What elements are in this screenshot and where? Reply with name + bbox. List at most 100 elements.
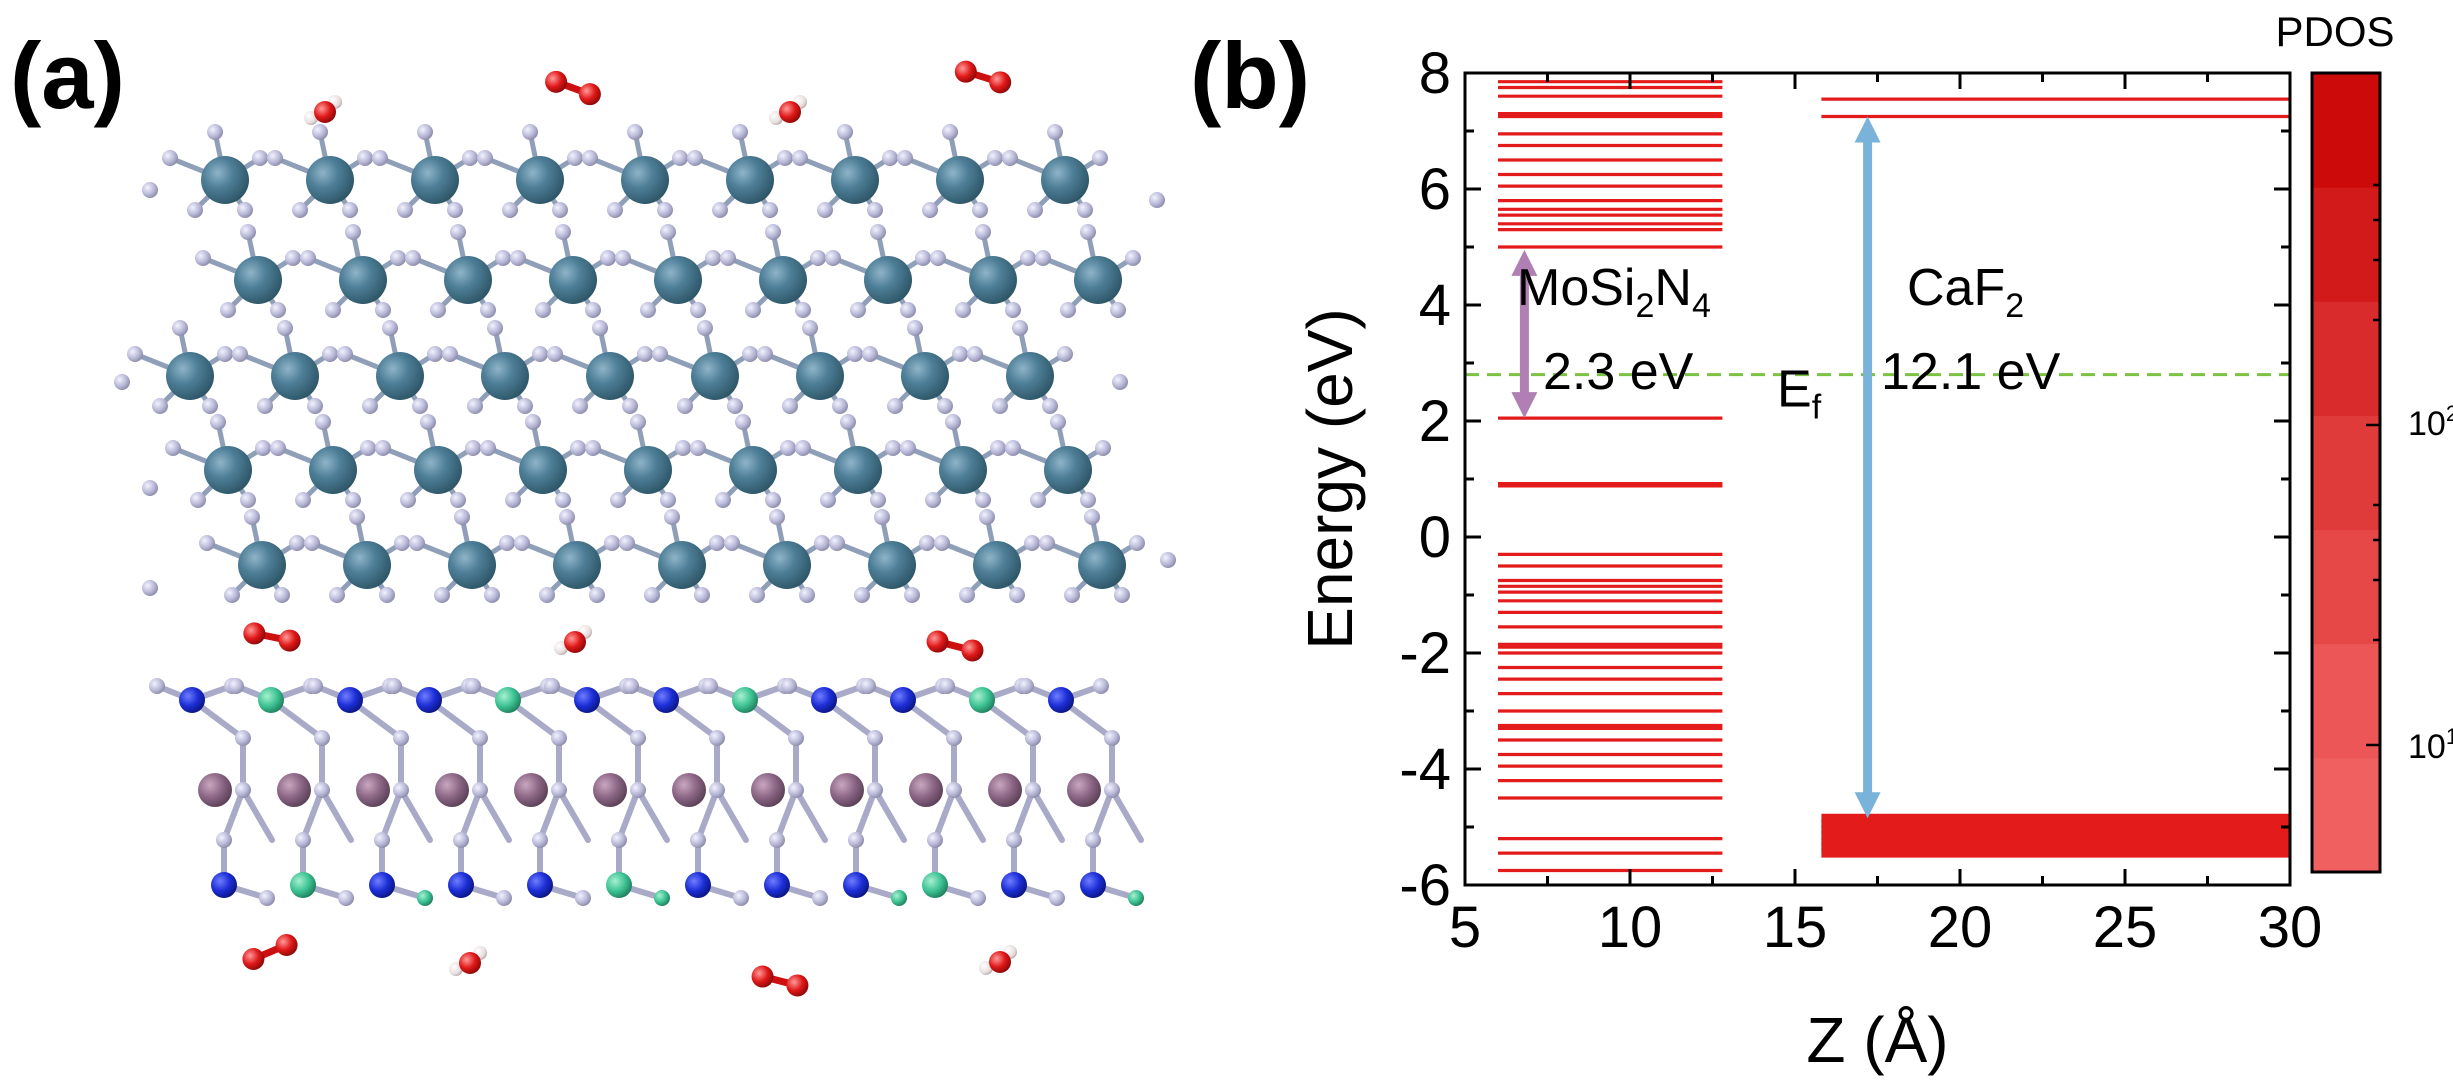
nitrogen-atom (788, 730, 804, 746)
nitrogen-atom (228, 678, 244, 694)
nitrogen-atom (295, 832, 311, 848)
nitrogen-atom (867, 202, 883, 218)
nitrogen-atom (970, 890, 986, 906)
nitrogen-atom (967, 346, 983, 362)
nitrogen-atom (654, 890, 670, 906)
nitrogen-atom (1020, 250, 1036, 266)
nitrogen-atom (572, 398, 588, 414)
nitrogen-atom (788, 782, 804, 798)
nitrogen-atom (195, 250, 211, 266)
mosi2n4-gap-label: 2.3 eV (1543, 343, 1694, 401)
nitrogen-atom (946, 782, 962, 798)
nitrogen-atom (1025, 730, 1041, 746)
nitrogen-atom (952, 346, 968, 362)
nitrogen-atom (480, 302, 496, 318)
nitrogen-atom (142, 580, 158, 596)
plot-axes (1463, 71, 2292, 887)
bond (398, 787, 433, 843)
nitrogen-atom (342, 202, 358, 218)
mo-atom (834, 446, 882, 494)
y-tick-label-4: 2 (1419, 389, 1451, 454)
nitrogen-atom (514, 535, 530, 551)
nitrogen-atom (820, 492, 836, 508)
nitrogen-atom (709, 730, 725, 746)
nitrogen-atom (525, 414, 541, 430)
nitrogen-atom (657, 202, 673, 218)
nitrogen-atom (114, 374, 130, 390)
nitrogen-atom (840, 414, 856, 430)
oxygen-atom (275, 933, 298, 956)
nitrogen-atom (400, 492, 416, 508)
mo-atom (796, 352, 844, 400)
nitrogen-atom (585, 440, 601, 456)
mo-atom (519, 446, 567, 494)
nitrogen-atom (1129, 535, 1145, 551)
nitrogen-atom (660, 224, 676, 240)
nitrogen-atom (289, 535, 305, 551)
nitrogen-atom (453, 832, 469, 848)
mo-lower-atom (356, 773, 390, 807)
nitrogen-atom (1060, 302, 1076, 318)
nitrogen-atom (1027, 202, 1043, 218)
mo-atom (759, 256, 807, 304)
colorbar-segment-4 (2312, 301, 2380, 416)
nitrogen-atom (900, 302, 916, 318)
nitrogen-atom (585, 302, 601, 318)
nitrogen-atom (1005, 440, 1021, 456)
nitrogen-atom (769, 509, 785, 525)
nitrogen-atom (837, 124, 853, 140)
nitrogen-atom (199, 535, 215, 551)
mo-atom (201, 156, 249, 204)
nitrogen-atom (295, 492, 311, 508)
mo-atom (309, 446, 357, 494)
mo-atom (763, 541, 811, 589)
nitrogen-atom (1006, 832, 1022, 848)
bond (951, 787, 986, 843)
nitrogen-atom (277, 320, 293, 336)
bond (319, 787, 354, 843)
nitrogen-atom (832, 398, 848, 414)
nitrogen-atom (393, 782, 409, 798)
nitrogen-atom (615, 250, 631, 266)
nitrogen-atom (505, 492, 521, 508)
bond (695, 787, 720, 843)
nitrogen-atom (187, 202, 203, 218)
nitrogen-atom (975, 492, 991, 508)
y-tick-label-3: 0 (1419, 505, 1451, 570)
mo-atom (448, 541, 496, 589)
mo-atom (658, 541, 706, 589)
lower-surface-atom (890, 687, 916, 713)
mo-lower-atom (1067, 773, 1101, 807)
nitrogen-atom (762, 202, 778, 218)
oxygen-atom (751, 965, 774, 988)
gap-arrow-head-top-0 (1511, 249, 1538, 276)
lower-surface-atom (969, 687, 995, 713)
lower-surface-atom (574, 687, 600, 713)
lower-surface-atom (337, 687, 363, 713)
nitrogen-atom (622, 398, 638, 414)
nitrogen-atom (637, 346, 653, 362)
nitrogen-atom (379, 587, 395, 603)
mo-atom (691, 352, 739, 400)
mo-atom (549, 256, 597, 304)
nitrogen-atom (285, 250, 301, 266)
nitrogen-atom (874, 509, 890, 525)
nitrogen-atom (386, 678, 402, 694)
oxygen-atom (545, 70, 568, 93)
mo-atom (936, 156, 984, 204)
caf2-label: CaF2 (1907, 259, 2024, 325)
nitrogen-atom (904, 587, 920, 603)
nitrogen-atom (127, 346, 143, 362)
bond (240, 787, 275, 843)
nitrogen-atom (672, 150, 688, 166)
mo-lower-atom (988, 773, 1022, 807)
nitrogen-atom (1035, 250, 1051, 266)
bond (1109, 787, 1144, 843)
bond (1090, 787, 1115, 843)
nitrogen-atom (675, 440, 691, 456)
bond (932, 787, 957, 843)
oxygen-atom (989, 951, 1011, 973)
nitrogen-atom (619, 535, 635, 551)
mo-atom (234, 256, 282, 304)
